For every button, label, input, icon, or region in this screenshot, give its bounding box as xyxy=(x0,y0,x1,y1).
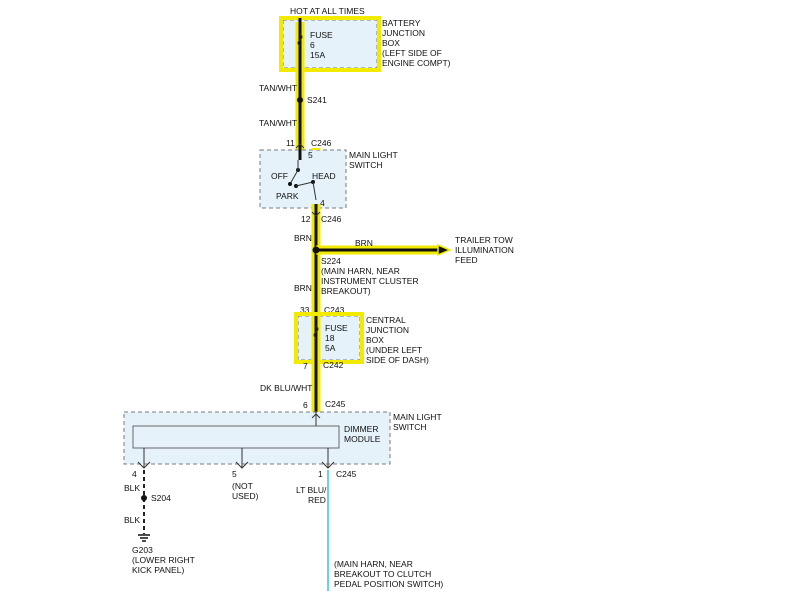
pin-5-label: 5 xyxy=(308,150,313,160)
connector-pin-4-icon xyxy=(137,461,151,469)
brn-label-3: BRN xyxy=(294,283,312,293)
arrow-right-icon xyxy=(437,243,452,257)
main-light-switch-box xyxy=(259,149,347,209)
pin-6-label: 6 xyxy=(303,400,308,410)
fuse-18-symbol-icon xyxy=(313,325,319,339)
pin-11-label: 11 xyxy=(286,138,295,148)
not-used-label: (NOT USED) xyxy=(232,481,259,501)
splice-s224 xyxy=(312,246,320,254)
brn-label-1: BRN xyxy=(294,233,312,243)
fuse-18-highlight xyxy=(294,312,364,364)
battery-junction-box-label: BATTERY JUNCTION BOX (LEFT SIDE OF ENGIN… xyxy=(382,18,451,68)
trailer-tow-label: TRAILER TOW ILLUMINATION FEED xyxy=(455,235,516,265)
c246-connector-label-top: C246 xyxy=(311,138,332,148)
pin-4-label-top: 4 xyxy=(320,198,325,208)
c243-connector-label: C243 xyxy=(324,305,345,315)
s204-label: S204 xyxy=(151,493,171,503)
c242-connector-label: C242 xyxy=(323,360,344,370)
connector-pin-5-icon xyxy=(235,461,249,469)
c246-connector-label-bottom: C246 xyxy=(321,214,342,224)
hot-at-all-times-label: HOT AT ALL TIMES xyxy=(290,6,365,16)
main-light-switch-label-1: MAIN LIGHT SWITCH xyxy=(349,150,400,170)
switch-blade xyxy=(289,169,299,185)
tan-wht-label-2: TAN/WHT xyxy=(259,118,297,128)
fuse-18-label: FUSE 18 5A xyxy=(325,323,350,353)
brn-label-2: BRN xyxy=(355,238,373,248)
lt-blu-red-label: LT BLU/ RED xyxy=(296,485,329,505)
connector-c245-top-icon xyxy=(311,413,321,419)
pin-1-label: 1 xyxy=(318,469,323,479)
c245-connector-label-top: C245 xyxy=(325,399,346,409)
switch-head-label: HEAD xyxy=(312,171,336,181)
dimmer-module-label: DIMMER MODULE xyxy=(344,424,381,444)
fuse-6-highlight xyxy=(279,16,381,72)
s241-label: S241 xyxy=(307,95,327,105)
blk-label-2: BLK xyxy=(124,515,140,525)
connector-pin-1-icon xyxy=(321,461,335,469)
fuse-6-label: FUSE 6 15A xyxy=(310,30,335,60)
connector-c246-bottom-icon xyxy=(311,211,321,217)
pin-12-label: 12 xyxy=(301,214,311,224)
central-junction-box xyxy=(297,315,361,361)
ground-icon xyxy=(138,534,150,542)
connector-c246-top-icon xyxy=(295,143,305,149)
c245-connector-label-bottom: C245 xyxy=(336,469,357,479)
central-junction-box-label: CENTRAL JUNCTION BOX (UNDER LEFT SIDE OF… xyxy=(366,315,429,365)
main-harn-breakout-label: (MAIN HARN, NEAR BREAKOUT TO CLUTCH PEDA… xyxy=(334,559,443,589)
pin-5-label-bottom: 5 xyxy=(232,469,237,479)
blk-label-1: BLK xyxy=(124,483,140,493)
splice-s204 xyxy=(141,495,147,501)
fuse-6-symbol-icon xyxy=(297,33,303,47)
main-light-switch-label-2: MAIN LIGHT SWITCH xyxy=(393,412,444,432)
pin-33-label: 33 xyxy=(300,305,310,315)
switch-off-label: OFF xyxy=(271,171,288,181)
dimmer-module-block xyxy=(132,425,340,449)
splice-s241 xyxy=(297,97,303,103)
pin-4-label-bottom: 4 xyxy=(132,469,137,479)
pin-7-label: 7 xyxy=(303,361,308,371)
s224-label: S224 (MAIN HARN, NEAR INSTRUMENT CLUSTER… xyxy=(321,256,421,296)
tan-wht-label-1: TAN/WHT xyxy=(259,83,297,93)
switch-park-label: PARK xyxy=(276,191,299,201)
g203-label: G203 (LOWER RIGHT KICK PANEL) xyxy=(132,545,197,575)
switch-off-contact xyxy=(288,182,292,186)
dk-blu-wht-label: DK BLU/WHT xyxy=(260,383,312,393)
